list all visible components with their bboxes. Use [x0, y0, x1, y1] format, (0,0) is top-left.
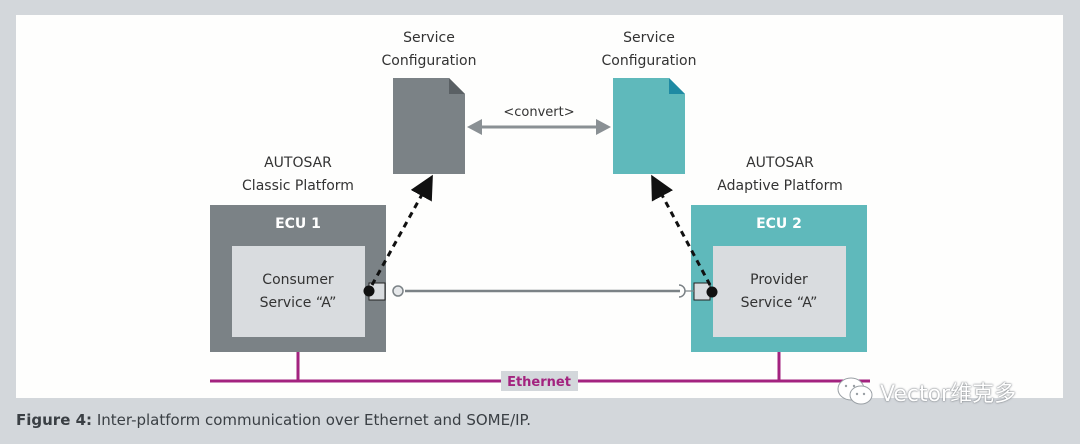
ecu1-service-line1: Consumer [262, 272, 334, 288]
platform-right-line1: AUTOSAR [746, 155, 814, 171]
wechat-icon [837, 377, 873, 405]
convert-arrow [467, 119, 611, 135]
service-config-doc-left [393, 78, 465, 174]
convert-label: <convert> [503, 105, 574, 120]
platform-left-line2: Classic Platform [242, 178, 354, 194]
ecu2-port-dot [706, 286, 718, 298]
caption-prefix: Figure 4: [16, 411, 93, 429]
caption-text: Inter-platform communication over Ethern… [92, 411, 532, 429]
platform-right-line2: Adaptive Platform [717, 178, 842, 194]
ecu1-title: ECU 1 [275, 216, 321, 232]
watermark-text: Vector维克多 [880, 382, 1017, 407]
config-link-right [651, 174, 712, 286]
ethernet-label-bg [501, 371, 578, 391]
ecu1-service-box [232, 246, 365, 337]
platform-left-line1: AUTOSAR [264, 155, 332, 171]
required-interface-icon [392, 285, 404, 297]
ecu1-port-dot [363, 285, 375, 297]
ecu2-service-box [713, 246, 846, 337]
ecu1-service-line2: Service “A” [260, 295, 337, 311]
ecu2-title: ECU 2 [756, 216, 802, 232]
config-left-line1: Service [403, 30, 455, 46]
figure-caption: Figure 4: Inter-platform communication o… [16, 411, 531, 429]
config-link-left [370, 174, 433, 286]
config-right-line2: Configuration [602, 53, 697, 69]
figure-panel [16, 15, 1063, 398]
watermark: Vector维克多 [836, 376, 1016, 408]
ecu2-service-line2: Service “A” [741, 295, 818, 311]
config-right-line1: Service [623, 30, 675, 46]
service-config-doc-right [613, 78, 685, 174]
ethernet-label: Ethernet [507, 375, 571, 390]
ecu2-service-line1: Provider [750, 272, 808, 288]
config-left-line2: Configuration [382, 53, 477, 69]
